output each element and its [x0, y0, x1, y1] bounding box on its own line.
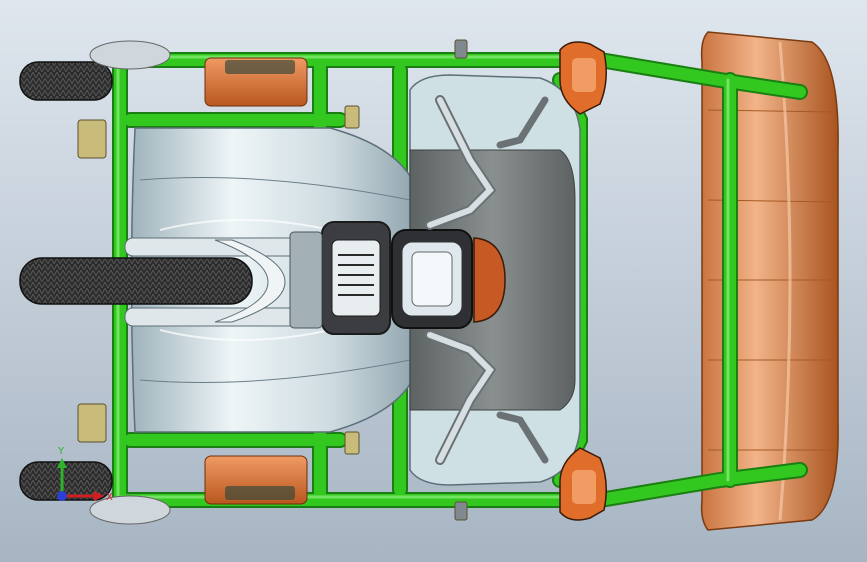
center-tire[interactable]	[19, 257, 253, 305]
origin-icon	[57, 491, 67, 501]
x-axis-label: X	[106, 492, 113, 503]
rear-tire-top[interactable]	[19, 40, 171, 101]
steering-linkage[interactable]	[425, 95, 549, 465]
rear-tire-bottom[interactable]	[19, 461, 171, 525]
x-axis-arrow-icon	[94, 491, 104, 501]
mount-brackets	[77, 39, 468, 521]
headlight-top[interactable]	[559, 41, 607, 115]
headlight-bottom[interactable]	[559, 447, 607, 521]
side-panel-left	[204, 57, 308, 107]
swingarm[interactable]	[124, 231, 323, 329]
y-axis-arrow-icon	[57, 458, 67, 468]
coordinate-triad: Y X	[57, 446, 113, 503]
engine-block[interactable]	[391, 229, 506, 329]
y-axis-label: Y	[57, 446, 65, 457]
side-panel-right	[204, 455, 308, 505]
driver-seat[interactable]	[321, 221, 391, 335]
